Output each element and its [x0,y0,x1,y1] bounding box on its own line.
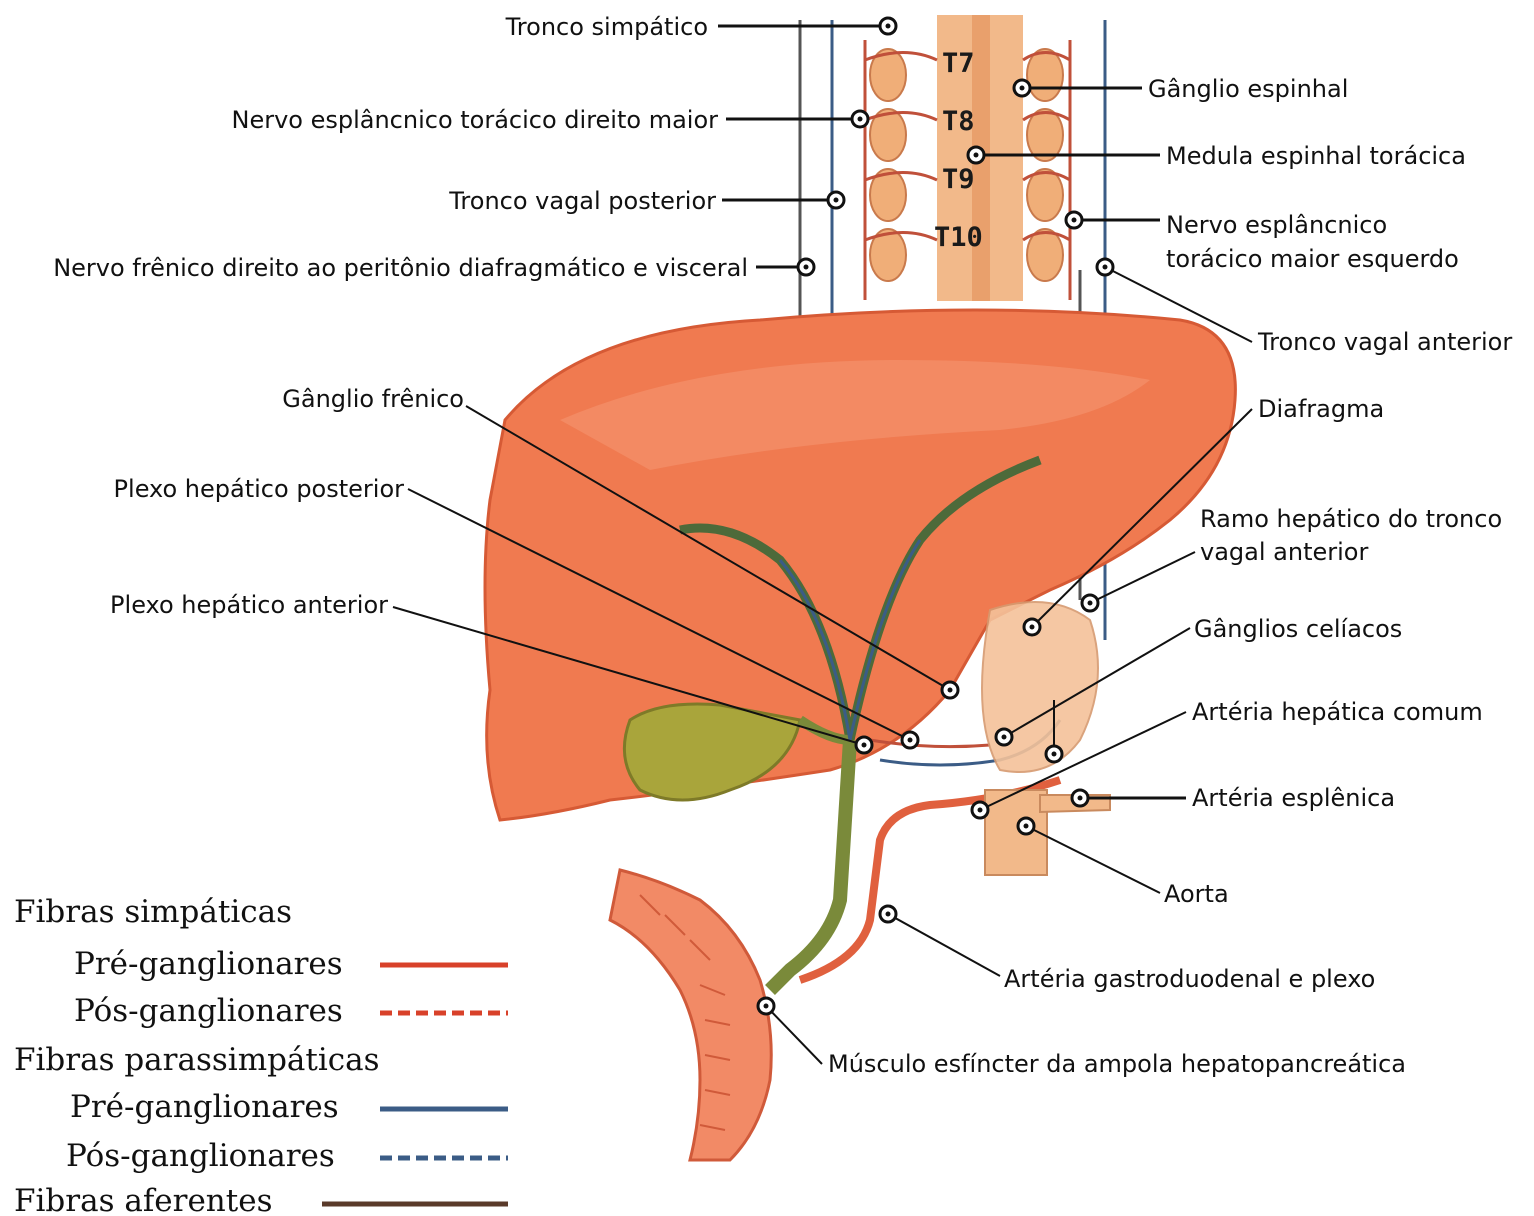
marker-ramo-hepatico [1082,595,1098,611]
label-medula-espinhal-toracica: Medula espinhal torácica [1166,142,1466,170]
label-nervo-esplancnico-direito: Nervo esplâncnico torácico direito maior [231,106,718,134]
legend-simp-pos-label: Pós-ganglionares [74,993,343,1029]
marker-arteria-esplenica [1072,790,1088,806]
label-diafragma: Diafragma [1258,395,1384,423]
label-tronco-vagal-anterior: Tronco vagal anterior [1257,328,1512,356]
legend: Fibras simpáticas Pré-ganglionares Pós-g… [14,894,508,1216]
marker-tronco-vagal-posterior [828,192,844,208]
label-arteria-esplenica: Artéria esplênica [1192,784,1395,812]
marker-ganglio-espinhal [1014,80,1030,96]
label-ramo-hepatico-line2: vagal anterior [1200,538,1368,566]
label-ganglio-frenico: Gânglio frênico [282,385,464,413]
level-t9: T9 [942,164,975,195]
marker-ganglio-frenico [942,682,958,698]
label-arteria-gastroduodenal: Artéria gastroduodenal e plexo [1004,965,1375,993]
marker-gastroduodenal [880,906,896,922]
label-ganglio-espinhal: Gânglio espinhal [1148,75,1348,103]
label-plexo-hepatico-posterior: Plexo hepático posterior [114,475,405,503]
label-arteria-hepatica-comum: Artéria hepática comum [1192,698,1483,726]
legend-para-pos-label: Pós-ganglionares [66,1138,335,1174]
marker-nervo-esplancnico-esquerdo [1066,212,1082,228]
label-nervo-esplancnico-esquerdo-line1: Nervo esplâncnico [1166,211,1387,239]
level-t8: T8 [942,106,975,137]
leader-musculo-esfincter [766,1006,822,1064]
marker-nervo-frenico [798,259,814,275]
label-nervo-esplancnico-esquerdo-line2: torácico maior esquerdo [1166,245,1459,273]
label-musculo-esfincter: Músculo esfíncter da ampola hepatopancre… [828,1050,1406,1078]
label-aorta: Aorta [1164,880,1229,908]
marker-tronco-simpatico [880,18,896,34]
spinal-ganglia-right [1027,49,1063,281]
label-plexo-hepatico-anterior: Plexo hepático anterior [110,591,388,619]
marker-ganglios-celiacos-2 [1046,746,1062,762]
sympathetic-ganglia-left [870,49,906,281]
leader-gastroduodenal [888,914,1000,976]
label-tronco-simpatico: Tronco simpático [505,13,708,41]
legend-para-pre-label: Pré-ganglionares [70,1089,339,1125]
marker-nervo-esplancnico-direito [852,111,868,127]
marker-plexo-posterior [902,732,918,748]
marker-diafragma [1024,619,1040,635]
legend-fibras-simpaticas: Fibras simpáticas [14,894,292,930]
label-ramo-hepatico-line1: Ramo hepático do tronco [1200,505,1502,533]
label-ganglios-celiacos: Gânglios celíacos [1194,615,1402,643]
marker-arteria-hepatica [972,802,988,818]
legend-fibras-parassimpaticas: Fibras parassimpáticas [14,1042,380,1078]
legend-simp-pre-label: Pré-ganglionares [74,946,343,982]
label-nervo-frenico-direito: Nervo frênico direito ao peritônio diafr… [53,254,748,282]
level-t7: T7 [942,48,975,79]
label-tronco-vagal-posterior: Tronco vagal posterior [448,187,716,215]
marker-tronco-vagal-anterior [1097,259,1113,275]
marker-plexo-anterior [856,737,872,753]
marker-aorta [1018,818,1034,834]
marker-medula [968,147,984,163]
duodenum [610,870,771,1160]
marker-ganglios-celiacos [996,729,1012,745]
level-t10: T10 [934,222,983,253]
marker-musculo-esfincter [758,998,774,1014]
legend-fibras-aferentes: Fibras aferentes [14,1183,272,1216]
